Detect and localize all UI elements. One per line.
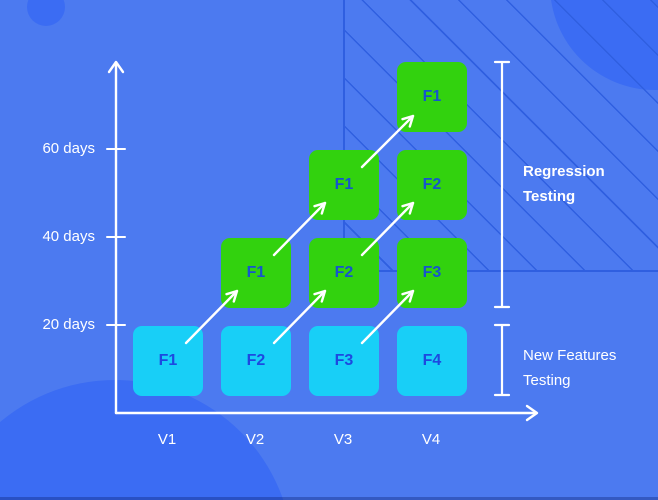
- feature-box-label: F4: [422, 352, 442, 369]
- bottom-edge-shadow: [0, 497, 658, 500]
- feature-box-v4-f2: F2: [397, 150, 467, 220]
- feature-box-label: F1: [422, 88, 442, 105]
- regression-testing-label-line2: Testing: [523, 188, 576, 205]
- y-axis: [107, 60, 125, 415]
- background-circle-top-left: [27, 0, 65, 26]
- regression-testing-label: Regression Testing: [523, 159, 605, 209]
- x-tick-label-v1: V1: [157, 431, 177, 448]
- feature-box-label: F3: [334, 352, 354, 369]
- feature-box-label: F1: [158, 352, 178, 369]
- y-tick-label-60-days: 60 days: [42, 140, 95, 157]
- feature-box-v4-f1: F1: [397, 62, 467, 132]
- feature-box-v3-f3: F3: [309, 326, 379, 396]
- feature-box-v4-f4: F4: [397, 326, 467, 396]
- y-tick-label-40-days: 40 days: [42, 228, 95, 245]
- x-axis-arrowhead-icon: [525, 404, 539, 422]
- y-axis-ticks: [106, 148, 126, 326]
- feature-box-v4-f3: F3: [397, 238, 467, 308]
- feature-box-label: F2: [422, 176, 442, 193]
- regression-testing-label-line1: Regression: [523, 163, 605, 180]
- new-features-testing-label: New Features Testing: [523, 343, 616, 393]
- feature-box-label: F1: [246, 264, 266, 281]
- feature-box-label: F2: [334, 264, 354, 281]
- y-tick-label-20-days: 20 days: [42, 316, 95, 333]
- feature-box-v2-f2: F2: [221, 326, 291, 396]
- new-features-testing-label-line1: New Features: [523, 347, 617, 364]
- feature-box-v3-f2: F2: [309, 238, 379, 308]
- feature-box-v1-f1: F1: [133, 326, 203, 396]
- new-features-testing-label-line2: Testing: [523, 372, 571, 389]
- x-tick-label-v2: V2: [245, 431, 265, 448]
- feature-box-label: F3: [422, 264, 442, 281]
- new-features-bracket: [493, 323, 511, 397]
- y-axis-arrowhead-icon: [107, 60, 125, 74]
- feature-box-v3-f1: F1: [309, 150, 379, 220]
- hatch-region: [343, 0, 658, 272]
- feature-box-label: F1: [334, 176, 354, 193]
- x-tick-label-v3: V3: [333, 431, 353, 448]
- feature-box-v2-f1: F1: [221, 238, 291, 308]
- x-tick-label-v4: V4: [421, 431, 441, 448]
- feature-box-label: F2: [246, 352, 266, 369]
